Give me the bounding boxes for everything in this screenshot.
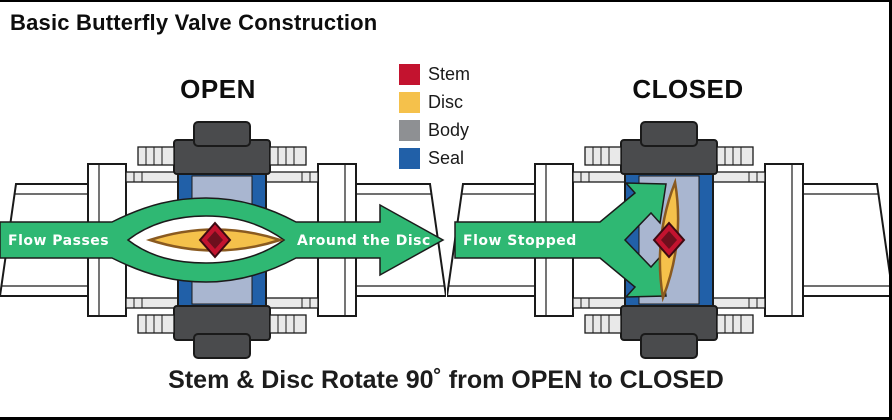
legend-row-stem: Stem [399, 64, 470, 85]
open-label: OPEN [180, 74, 256, 104]
body-boss-top [640, 121, 698, 147]
page-title: Basic Butterfly Valve Construction [10, 10, 378, 35]
disc-color-swatch [399, 92, 420, 113]
legend-row-body: Body [399, 120, 470, 141]
legend: Stem Disc Body Seal [399, 64, 470, 176]
body-bolts [137, 146, 307, 334]
legend-row-disc: Disc [399, 92, 470, 113]
body-bolts [584, 146, 754, 334]
legend-label-stem: Stem [428, 64, 471, 84]
caption: Stem & Disc Rotate 90˚ from OPEN to CLOS… [168, 366, 724, 394]
open-valve-diagram: Flow Passes Around the Disc [0, 121, 446, 359]
body-boss-bottom [193, 333, 251, 359]
flange-studs [125, 171, 319, 309]
legend-label-seal: Seal [428, 148, 465, 168]
flow-arrow-stopped [454, 182, 667, 298]
body-boss-top [193, 121, 251, 147]
body-color-swatch [399, 120, 420, 141]
flow-stopped-label: Flow Stopped [463, 233, 577, 249]
legend-label-disc: Disc [428, 92, 463, 112]
legend-row-seal: Seal [399, 148, 470, 169]
around-disc-label: Around the Disc [297, 233, 431, 249]
stem-center [207, 231, 223, 249]
body-boss-bottom [640, 333, 698, 359]
pipe-right [802, 183, 889, 297]
legend-label-body: Body [428, 120, 470, 140]
flow-passes-label: Flow Passes [8, 233, 109, 249]
stem-center [661, 231, 677, 249]
seal-color-swatch [399, 148, 420, 169]
flange-right [764, 163, 804, 317]
closed-valve-diagram: Flow Stopped [447, 121, 889, 359]
closed-label: CLOSED [632, 74, 744, 104]
stem-color-swatch [399, 64, 420, 85]
